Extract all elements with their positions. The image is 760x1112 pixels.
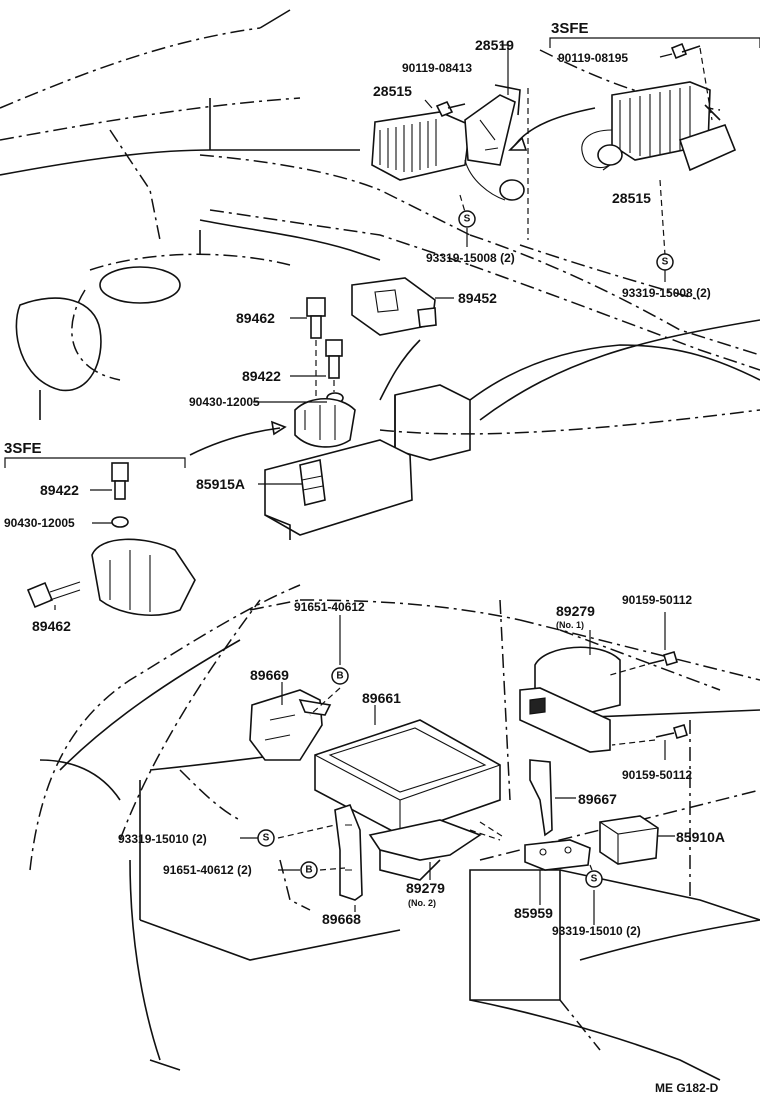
symbol-b-upper: B <box>331 667 349 685</box>
label-93319-15008-3sfe: 93319-15008 (2) <box>622 286 711 300</box>
symbol-s-top: S <box>458 210 476 228</box>
footer-code: ME G182-D <box>655 1081 719 1095</box>
bracket-89669 <box>249 689 332 761</box>
regulator-3sfe-group <box>581 42 737 172</box>
symbol-s-left: S <box>257 829 275 847</box>
engine-bay-outline <box>0 9 760 435</box>
bracket-89668 <box>334 804 363 901</box>
label-90119-08195: 90119-08195 <box>558 51 628 65</box>
label-85959: 85959 <box>514 905 553 921</box>
label-85915A: 85915A <box>196 476 245 492</box>
label-89669: 89669 <box>250 667 289 683</box>
bracket-89667 <box>529 759 553 837</box>
label-93319-15010-right: 93319-15010 (2) <box>552 924 641 938</box>
label-90159-50112-upper: 90159-50112 <box>622 593 692 607</box>
leader-lines <box>4 37 760 925</box>
label-89667: 89667 <box>578 791 617 807</box>
regulator-28515 <box>371 84 525 201</box>
label-91651-40612-lower: 91651-40612 (2) <box>163 863 252 877</box>
label-89279-no1-note: (No. 1) <box>556 620 584 630</box>
label-89422-main: 89422 <box>242 368 281 384</box>
symbol-b-upper-text: B <box>336 671 343 682</box>
bolt-90119-08413 <box>435 100 466 118</box>
symbol-s-top-text: S <box>464 214 471 225</box>
label-91651-40612-upper: 91651-40612 <box>294 600 365 614</box>
label-28515-main: 28515 <box>373 83 412 99</box>
variant-label-3sfe-left: 3SFE <box>4 440 42 457</box>
dashboard-outline <box>29 584 760 1081</box>
label-28519: 28519 <box>475 37 514 53</box>
label-93319-15008-main: 93319-15008 (2) <box>426 251 515 265</box>
bracket-89279-no2 <box>368 819 482 881</box>
label-28515-3sfe: 28515 <box>612 190 651 206</box>
connector-89452 <box>351 277 437 336</box>
label-89661: 89661 <box>362 690 401 706</box>
ecu-89661 <box>314 719 501 836</box>
reference-arrow-sensor <box>189 420 287 456</box>
label-89462-main: 89462 <box>236 310 275 326</box>
center-structure <box>379 339 471 461</box>
label-89452: 89452 <box>458 290 497 306</box>
relay-89279-no1 <box>519 646 621 753</box>
switch-85915A <box>264 439 413 540</box>
bolt-90159-50112-upper <box>647 651 678 666</box>
label-90430-12005-main: 90430-12005 <box>189 395 260 409</box>
sensor-3sfe-group <box>26 462 196 616</box>
symbol-s-right-text: S <box>591 874 598 885</box>
label-90119-08413: 90119-08413 <box>402 61 472 75</box>
bracket-85959 <box>524 839 591 871</box>
label-89279-no2: 89279 <box>406 880 445 896</box>
symbol-s-3sfe-text: S <box>662 257 669 268</box>
label-89422-3sfe: 89422 <box>40 482 79 498</box>
label-89462-3sfe: 89462 <box>32 618 71 634</box>
label-90159-50112-lower: 90159-50112 <box>622 768 692 782</box>
sensor-cluster-main <box>294 297 356 448</box>
symbol-b-lower: B <box>300 861 318 879</box>
label-90430-12005-3sfe: 90430-12005 <box>4 516 75 530</box>
label-93319-15010-left: 93319-15010 (2) <box>118 832 207 846</box>
label-89668: 89668 <box>322 911 361 927</box>
variant-label-3sfe-top: 3SFE <box>551 20 589 37</box>
symbol-s-3sfe: S <box>656 253 674 271</box>
reference-arrow-regulator <box>508 107 596 151</box>
symbol-s-right: S <box>585 870 603 888</box>
symbol-b-lower-text: B <box>305 865 312 876</box>
symbol-s-left-text: S <box>263 833 270 844</box>
label-89279-no2-note: (No. 2) <box>408 898 436 908</box>
bolt-90159-50112-lower <box>655 724 688 739</box>
relay-85910A <box>599 815 659 865</box>
label-89279-no1: 89279 <box>556 603 595 619</box>
label-85910A: 85910A <box>676 829 725 845</box>
